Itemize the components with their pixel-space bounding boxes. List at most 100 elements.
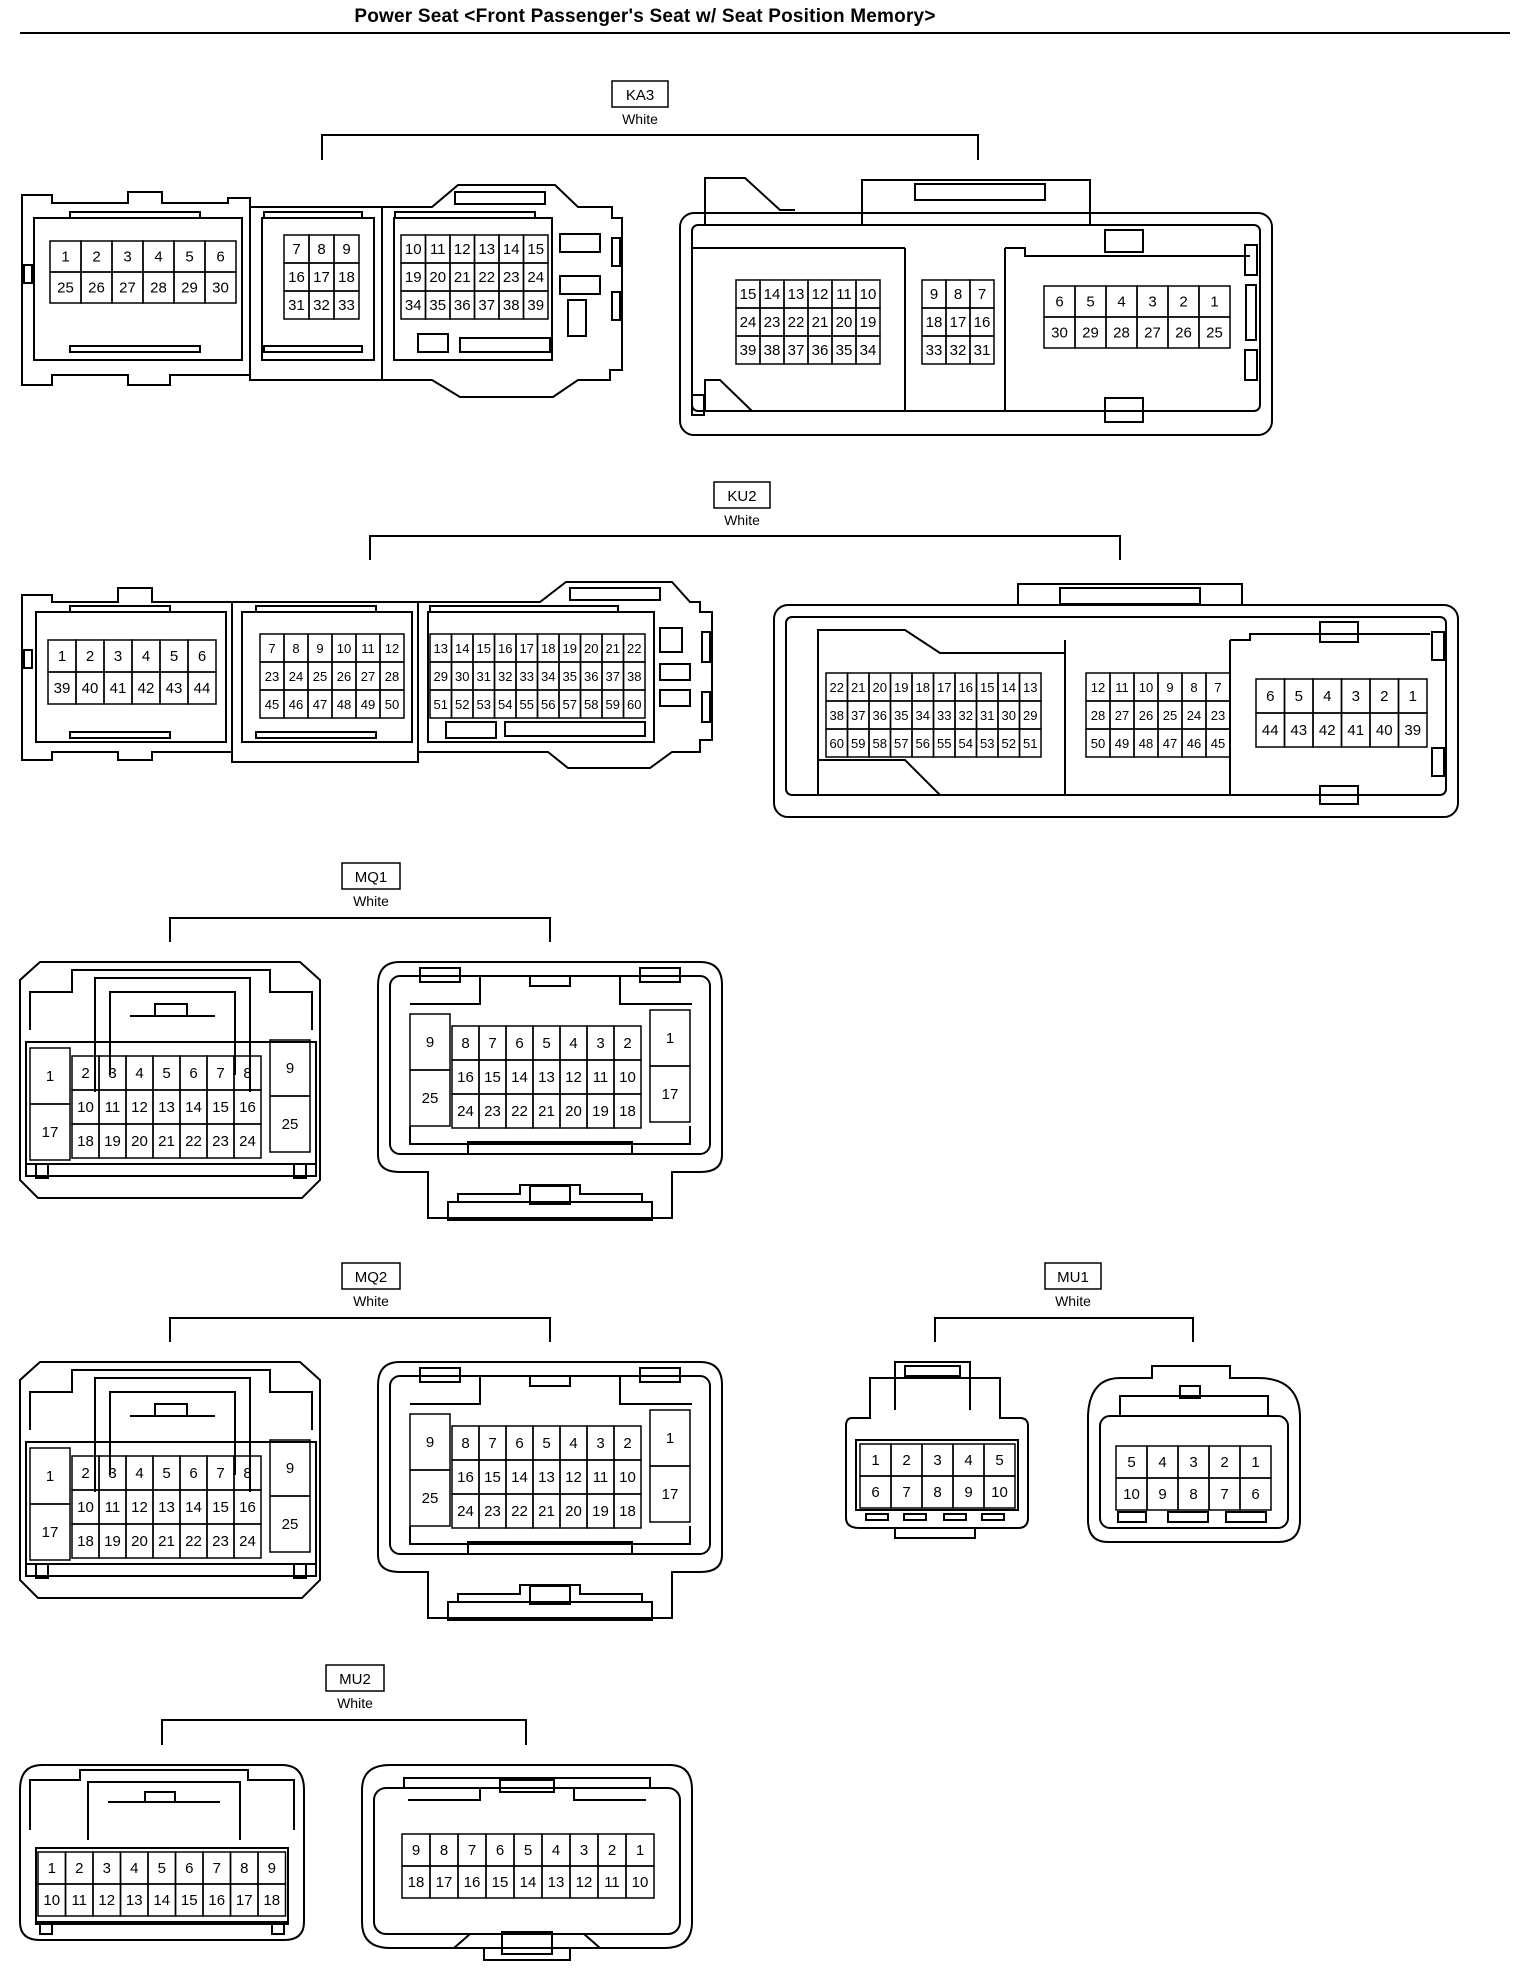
- pin-number: 11: [71, 1892, 87, 1909]
- pin-number: 2: [623, 1035, 631, 1052]
- pin-number: 13: [538, 1469, 555, 1486]
- pin-number: 22: [185, 1133, 202, 1150]
- pin-number: 13: [434, 641, 448, 656]
- pin-number: 22: [627, 641, 641, 656]
- pin-number: 35: [894, 708, 908, 723]
- pin-number: 19: [592, 1103, 609, 1120]
- pin-number: 22: [511, 1103, 528, 1120]
- pin-number: 46: [1187, 736, 1201, 751]
- pin-cell: [29, 1503, 71, 1561]
- pin-number: 16: [288, 269, 305, 286]
- pin-number: 24: [457, 1503, 474, 1520]
- connector-label-box: [611, 80, 669, 108]
- pin-number: 6: [189, 1465, 197, 1482]
- pin-number: 12: [1091, 680, 1105, 695]
- pin-number: 29: [181, 280, 198, 297]
- pin-number: 45: [265, 697, 279, 712]
- pin-number: 41: [110, 680, 127, 697]
- pin-number: 20: [565, 1503, 582, 1520]
- pin-cell: [613, 1493, 642, 1529]
- pin-number: 9: [316, 641, 323, 656]
- pin-number: 26: [88, 280, 105, 297]
- pin-number: 9: [286, 1460, 294, 1477]
- pin-number: 5: [542, 1435, 550, 1452]
- pin-number: 16: [498, 641, 512, 656]
- pin-number: 14: [185, 1499, 202, 1516]
- connector-color: White: [353, 893, 389, 909]
- pin-number: 30: [1051, 325, 1068, 342]
- pin-number: 33: [937, 708, 951, 723]
- pin-number: 9: [930, 286, 938, 303]
- pin-number: 15: [484, 1069, 501, 1086]
- pin-number: 6: [496, 1842, 504, 1859]
- pin-number: 25: [282, 1116, 299, 1133]
- pin-number: 3: [1352, 688, 1360, 705]
- pin-number: 39: [54, 680, 71, 697]
- pin-number: 4: [142, 648, 150, 665]
- pin-number: 39: [1404, 722, 1421, 739]
- connector-code: MU2: [339, 1671, 371, 1688]
- pin-number: 14: [503, 241, 520, 258]
- pin-number: 34: [541, 669, 555, 684]
- pin-number: 7: [216, 1065, 224, 1082]
- pin-number: 10: [1123, 1486, 1140, 1503]
- pin-number: 4: [1158, 1454, 1166, 1471]
- pin-number: 22: [511, 1503, 528, 1520]
- connector-bracket: [369, 535, 1121, 560]
- pin-number: 16: [208, 1892, 225, 1909]
- pin-number: 14: [520, 1874, 537, 1891]
- pin-number: 10: [619, 1469, 636, 1486]
- pin-number: 2: [1179, 294, 1187, 311]
- pin-number: 17: [436, 1874, 453, 1891]
- pin-number: 23: [484, 1103, 501, 1120]
- connector-code: MQ1: [355, 869, 388, 886]
- pin-number: 20: [565, 1103, 582, 1120]
- pin-cell: [409, 1469, 451, 1527]
- pin-number: 13: [158, 1499, 175, 1516]
- pin-number: 24: [289, 669, 303, 684]
- pin-number: 3: [1189, 1454, 1197, 1471]
- pin-number: 1: [46, 1068, 54, 1085]
- pin-number: 47: [1163, 736, 1177, 751]
- pin-number: 22: [478, 269, 495, 286]
- pin-number: 7: [213, 1860, 221, 1877]
- pin-number: 50: [1091, 736, 1105, 751]
- connector-color: White: [353, 1293, 389, 1309]
- pin-number: 18: [926, 314, 943, 331]
- pin-number: 6: [216, 249, 224, 266]
- pin-number: 31: [974, 342, 991, 359]
- pin-number: 52: [1002, 736, 1016, 751]
- pin-number: 8: [292, 641, 299, 656]
- pin-cell: [983, 1475, 1016, 1509]
- pin-number: 60: [830, 736, 844, 751]
- pin-number: 3: [933, 1452, 941, 1469]
- pin-number: 3: [596, 1035, 604, 1052]
- pin-number: 37: [788, 342, 805, 359]
- pin-number: 15: [181, 1892, 198, 1909]
- pin-number: 25: [422, 1090, 439, 1107]
- pin-number: 9: [426, 1034, 434, 1051]
- pin-number: 4: [964, 1452, 972, 1469]
- pin-cell: [1198, 316, 1231, 349]
- pin-number: 17: [520, 641, 534, 656]
- pin-number: 34: [860, 342, 877, 359]
- pin-number: 11: [604, 1874, 620, 1891]
- pin-number: 47: [313, 697, 327, 712]
- pin-number: 12: [131, 1099, 148, 1116]
- pin-cell: [1397, 712, 1428, 748]
- pin-number: 26: [337, 669, 351, 684]
- pin-number: 18: [338, 269, 355, 286]
- pin-number: 14: [153, 1892, 170, 1909]
- pin-cell: [257, 1883, 287, 1917]
- pin-number: 21: [606, 641, 620, 656]
- pin-number: 40: [82, 680, 99, 697]
- pin-number: 9: [1166, 680, 1173, 695]
- pin-number: 7: [902, 1484, 910, 1501]
- pin-number: 7: [1220, 1486, 1228, 1503]
- connector-mu1-housing-right: [1087, 1365, 1301, 1543]
- pin-number: 8: [317, 241, 325, 258]
- pin-number: 1: [58, 648, 66, 665]
